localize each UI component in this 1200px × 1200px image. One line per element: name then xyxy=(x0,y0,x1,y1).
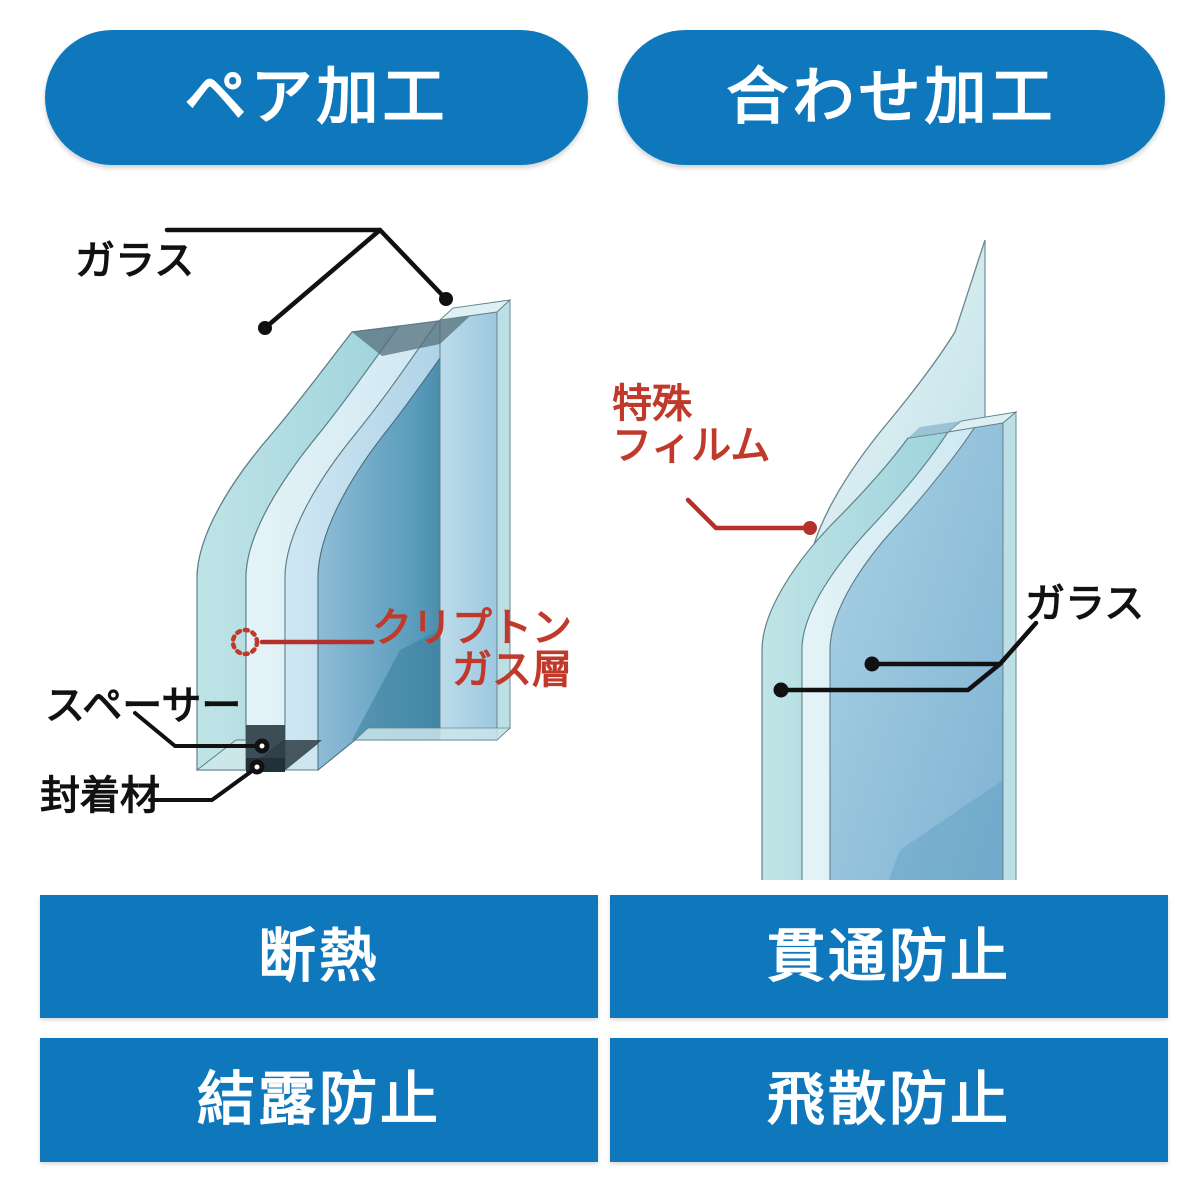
feature-box-label: 飛散防止 xyxy=(766,1067,1011,1132)
right-glass-side-slab xyxy=(908,411,1018,880)
header-pill-label: ペア加工 xyxy=(184,62,449,132)
callout-label-special-film: 特殊 フィルム xyxy=(612,382,771,468)
header-pill-laminated-processing: 合わせ加工 xyxy=(618,30,1165,165)
feature-box-label: 結露防止 xyxy=(196,1067,441,1132)
feature-box-penetration-prevention: 貫通防止 xyxy=(610,895,1168,1018)
right-film-leader-line xyxy=(685,497,817,535)
left-rear-glass-pane xyxy=(352,298,512,742)
feature-box-condensation-prevention: 結露防止 xyxy=(40,1038,598,1162)
header-pill-label: 合わせ加工 xyxy=(726,62,1057,132)
feature-box-scatter-prevention: 飛散防止 xyxy=(610,1038,1168,1162)
right-glass-leader-lines xyxy=(773,620,1039,698)
feature-box-label: 貫通防止 xyxy=(766,923,1011,989)
callout-label-glass-right: ガラス xyxy=(1025,582,1145,626)
right-glass-assembly xyxy=(761,239,1018,880)
callout-label-krypton-gas: クリプトン ガス層 xyxy=(372,606,572,692)
feature-box-label: 断熱 xyxy=(257,923,380,989)
left-krypton-leader-line xyxy=(230,627,375,657)
callout-label-glass-left: ガラス xyxy=(75,239,195,283)
feature-box-insulation: 断熱 xyxy=(40,895,598,1018)
glass-cross-section-illustrations xyxy=(133,227,1039,880)
left-spacer-leader-line xyxy=(133,711,270,754)
header-pill-pair-processing: ペア加工 xyxy=(45,30,588,165)
callout-label-spacer: スペーサー xyxy=(45,684,242,728)
right-back-glass-pane xyxy=(829,422,1004,880)
illustration-area xyxy=(0,180,1200,880)
left-glass-assembly xyxy=(195,298,512,772)
left-sealant-leader-line xyxy=(148,759,265,802)
callout-label-sealant: 封着材 xyxy=(40,774,160,818)
left-glass-leader-lines xyxy=(164,227,453,335)
